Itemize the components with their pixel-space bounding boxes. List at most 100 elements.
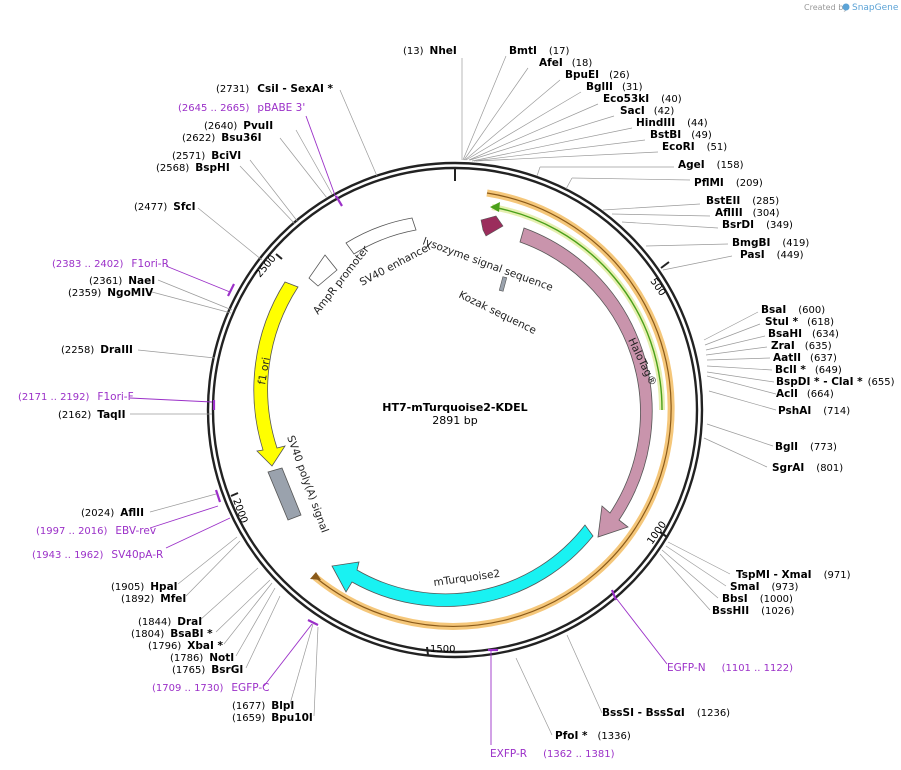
site-bsai[interactable]: BsaI(600): [761, 304, 825, 316]
site-bpuei[interactable]: BpuEI(26): [565, 69, 630, 81]
tick-mark-2000: [230, 492, 239, 497]
site-bsahi[interactable]: BsaHI(634): [768, 328, 839, 340]
primer-f1ori-r[interactable]: (2383 .. 2402)F1ori-R: [52, 258, 169, 270]
site-aatii[interactable]: AatII(637): [773, 352, 837, 364]
site-stui[interactable]: StuI *(618): [765, 316, 834, 328]
site-pos: (1796): [148, 641, 181, 652]
site-afliii[interactable]: AflIII(304): [715, 207, 780, 219]
tick-mark-1000: [659, 531, 668, 538]
site-bsteii[interactable]: BstEII(285): [706, 195, 779, 207]
mturquoise2-feature[interactable]: [331, 524, 594, 607]
primer-name: EXFP-R: [490, 748, 527, 760]
site-acli[interactable]: AclI (664): [776, 388, 834, 400]
sv40-enhancer-feature[interactable]: [345, 217, 417, 255]
lysozyme-signal-feature[interactable]: [480, 215, 504, 237]
site-pshai[interactable]: PshAI(714): [778, 405, 850, 417]
site-pos: (637): [810, 353, 837, 364]
site-name: MfeI: [160, 593, 186, 605]
site-pos: (635): [805, 341, 832, 352]
primer-name: SV40pA-R: [111, 549, 163, 561]
site-hpai[interactable]: (1905)HpaI: [111, 581, 178, 593]
site-bcivi[interactable]: (2571)BciVI: [172, 150, 241, 162]
site-name: NaeI: [128, 275, 155, 287]
primer-ebv-rev[interactable]: (1997 .. 2016)EBV-rev: [36, 525, 156, 537]
inner-orf-arc[interactable]: [490, 202, 666, 411]
site-bcli[interactable]: BclI *(649): [775, 364, 842, 376]
kozak-feature[interactable]: [498, 276, 508, 292]
site-taqii[interactable]: (2162)TaqII: [58, 409, 126, 421]
site-mfei[interactable]: (1892)MfeI: [121, 593, 186, 605]
site-bsphi[interactable]: (2568)BspHI: [156, 162, 230, 174]
site-nhei[interactable]: (13)NheI: [403, 45, 457, 57]
site-name: AclI: [776, 388, 798, 400]
site-bstbi[interactable]: BstBI(49): [650, 129, 712, 141]
ampr-promoter-feature[interactable]: [308, 254, 338, 287]
site-eco53ki[interactable]: Eco53kI(40): [603, 93, 682, 105]
site-pos: (1677): [232, 701, 265, 712]
site-pos: (714): [823, 406, 850, 417]
primer-f1ori-f[interactable]: (2171 .. 2192)F1ori-F: [18, 391, 134, 403]
primer-sv40pa-r[interactable]: (1943 .. 1962)SV40pA-R: [32, 549, 163, 561]
primer-pbabe3[interactable]: (2645 .. 2665)pBABE 3': [178, 102, 305, 114]
sv40-polya-feature[interactable]: [267, 467, 302, 521]
site-smai[interactable]: SmaI(973): [730, 581, 798, 593]
site-sfci[interactable]: (2477)SfcI: [134, 201, 196, 213]
site-agei[interactable]: AgeI(158): [678, 159, 744, 171]
site-pos: (449): [777, 250, 804, 261]
site-bsrgi[interactable]: (1765)BsrGI: [172, 664, 243, 676]
site-name: BsrDI: [722, 219, 754, 231]
site-tspmi-xmai[interactable]: TspMI - XmaI(971): [736, 569, 851, 581]
primer-name: F1ori-F: [97, 391, 133, 403]
site-draiii[interactable]: (2258)DraIII: [61, 344, 133, 356]
kozak-label: Kozak sequence: [457, 289, 538, 337]
site-pos: (158): [717, 160, 744, 171]
site-bmti[interactable]: BmtI(17): [509, 45, 570, 57]
site-naei[interactable]: (2361)NaeI: [89, 275, 155, 287]
site-bsrdi[interactable]: BsrDI(349): [722, 219, 793, 231]
primer-egfp-c[interactable]: (1709 .. 1730)EGFP-C: [152, 682, 269, 694]
site-bsabi[interactable]: (1804)BsaBI *: [131, 628, 213, 640]
orf-arc[interactable]: [310, 189, 675, 630]
site-zrai[interactable]: ZraI(635): [771, 340, 832, 352]
site-pvuii[interactable]: (2640)PvuII: [204, 120, 273, 132]
site-pos: (2477): [134, 202, 167, 213]
site-bsu36i[interactable]: (2622)Bsu36I: [182, 132, 262, 144]
site-aflii[interactable]: (2024)AflII: [81, 507, 144, 519]
site-bgli[interactable]: BglI(773): [775, 441, 837, 453]
site-name: NheI: [430, 45, 457, 57]
site-bsssi[interactable]: BssSI - BssSαI(1236): [602, 707, 730, 719]
site-bspdi-clai[interactable]: BspDI * - ClaI *(655): [776, 376, 895, 388]
site-name: PflMI: [694, 177, 724, 189]
site-pasi[interactable]: PasI(449): [740, 249, 804, 261]
site-pos: (1765): [172, 665, 205, 676]
site-bsshii[interactable]: BssHII(1026): [712, 605, 794, 617]
site-sgrai[interactable]: SgrAI(801): [772, 462, 843, 474]
site-ecori[interactable]: EcoRI(51): [662, 141, 727, 153]
f1-ori-feature[interactable]: [253, 281, 299, 467]
site-afei[interactable]: AfeI(18): [539, 57, 592, 69]
primer-exfp-r[interactable]: EXFP-R(1362 .. 1381): [490, 748, 615, 760]
site-pfoi[interactable]: PfoI *(1336): [555, 730, 631, 742]
site-name: SgrAI: [772, 462, 804, 474]
site-xbai[interactable]: (1796)XbaI *: [148, 640, 224, 652]
site-bmgbi[interactable]: BmgBI(419): [732, 237, 809, 249]
site-pos: (209): [736, 178, 763, 189]
site-saci[interactable]: SacI(42): [620, 105, 674, 117]
site-bbsi[interactable]: BbsI(1000): [722, 593, 793, 605]
site-csii-sexai[interactable]: (2731)CsiI - SexAI *: [216, 83, 334, 95]
site-blpi[interactable]: (1677)BlpI: [232, 700, 294, 712]
site-pos: (1336): [598, 731, 631, 742]
primer-egfp-n[interactable]: EGFP-N(1101 .. 1122): [667, 662, 793, 674]
halotag-feature[interactable]: [519, 227, 653, 538]
site-name: Eco53kI: [603, 93, 649, 105]
site-name: BstBI: [650, 129, 681, 141]
site-pflmi[interactable]: PflMI (209): [694, 177, 763, 189]
site-noti[interactable]: (1786)NotI: [170, 652, 234, 664]
site-drai[interactable]: (1844)DraI: [138, 616, 202, 628]
site-hindiii[interactable]: HindIII(44): [636, 117, 708, 129]
site-pos: (664): [807, 389, 834, 400]
site-ngomiv[interactable]: (2359)NgoMIV: [68, 287, 154, 299]
site-name: BbsI: [722, 593, 748, 605]
site-bpu10i[interactable]: (1659)Bpu10I: [232, 712, 313, 724]
site-bglii[interactable]: BglII(31): [586, 81, 643, 93]
